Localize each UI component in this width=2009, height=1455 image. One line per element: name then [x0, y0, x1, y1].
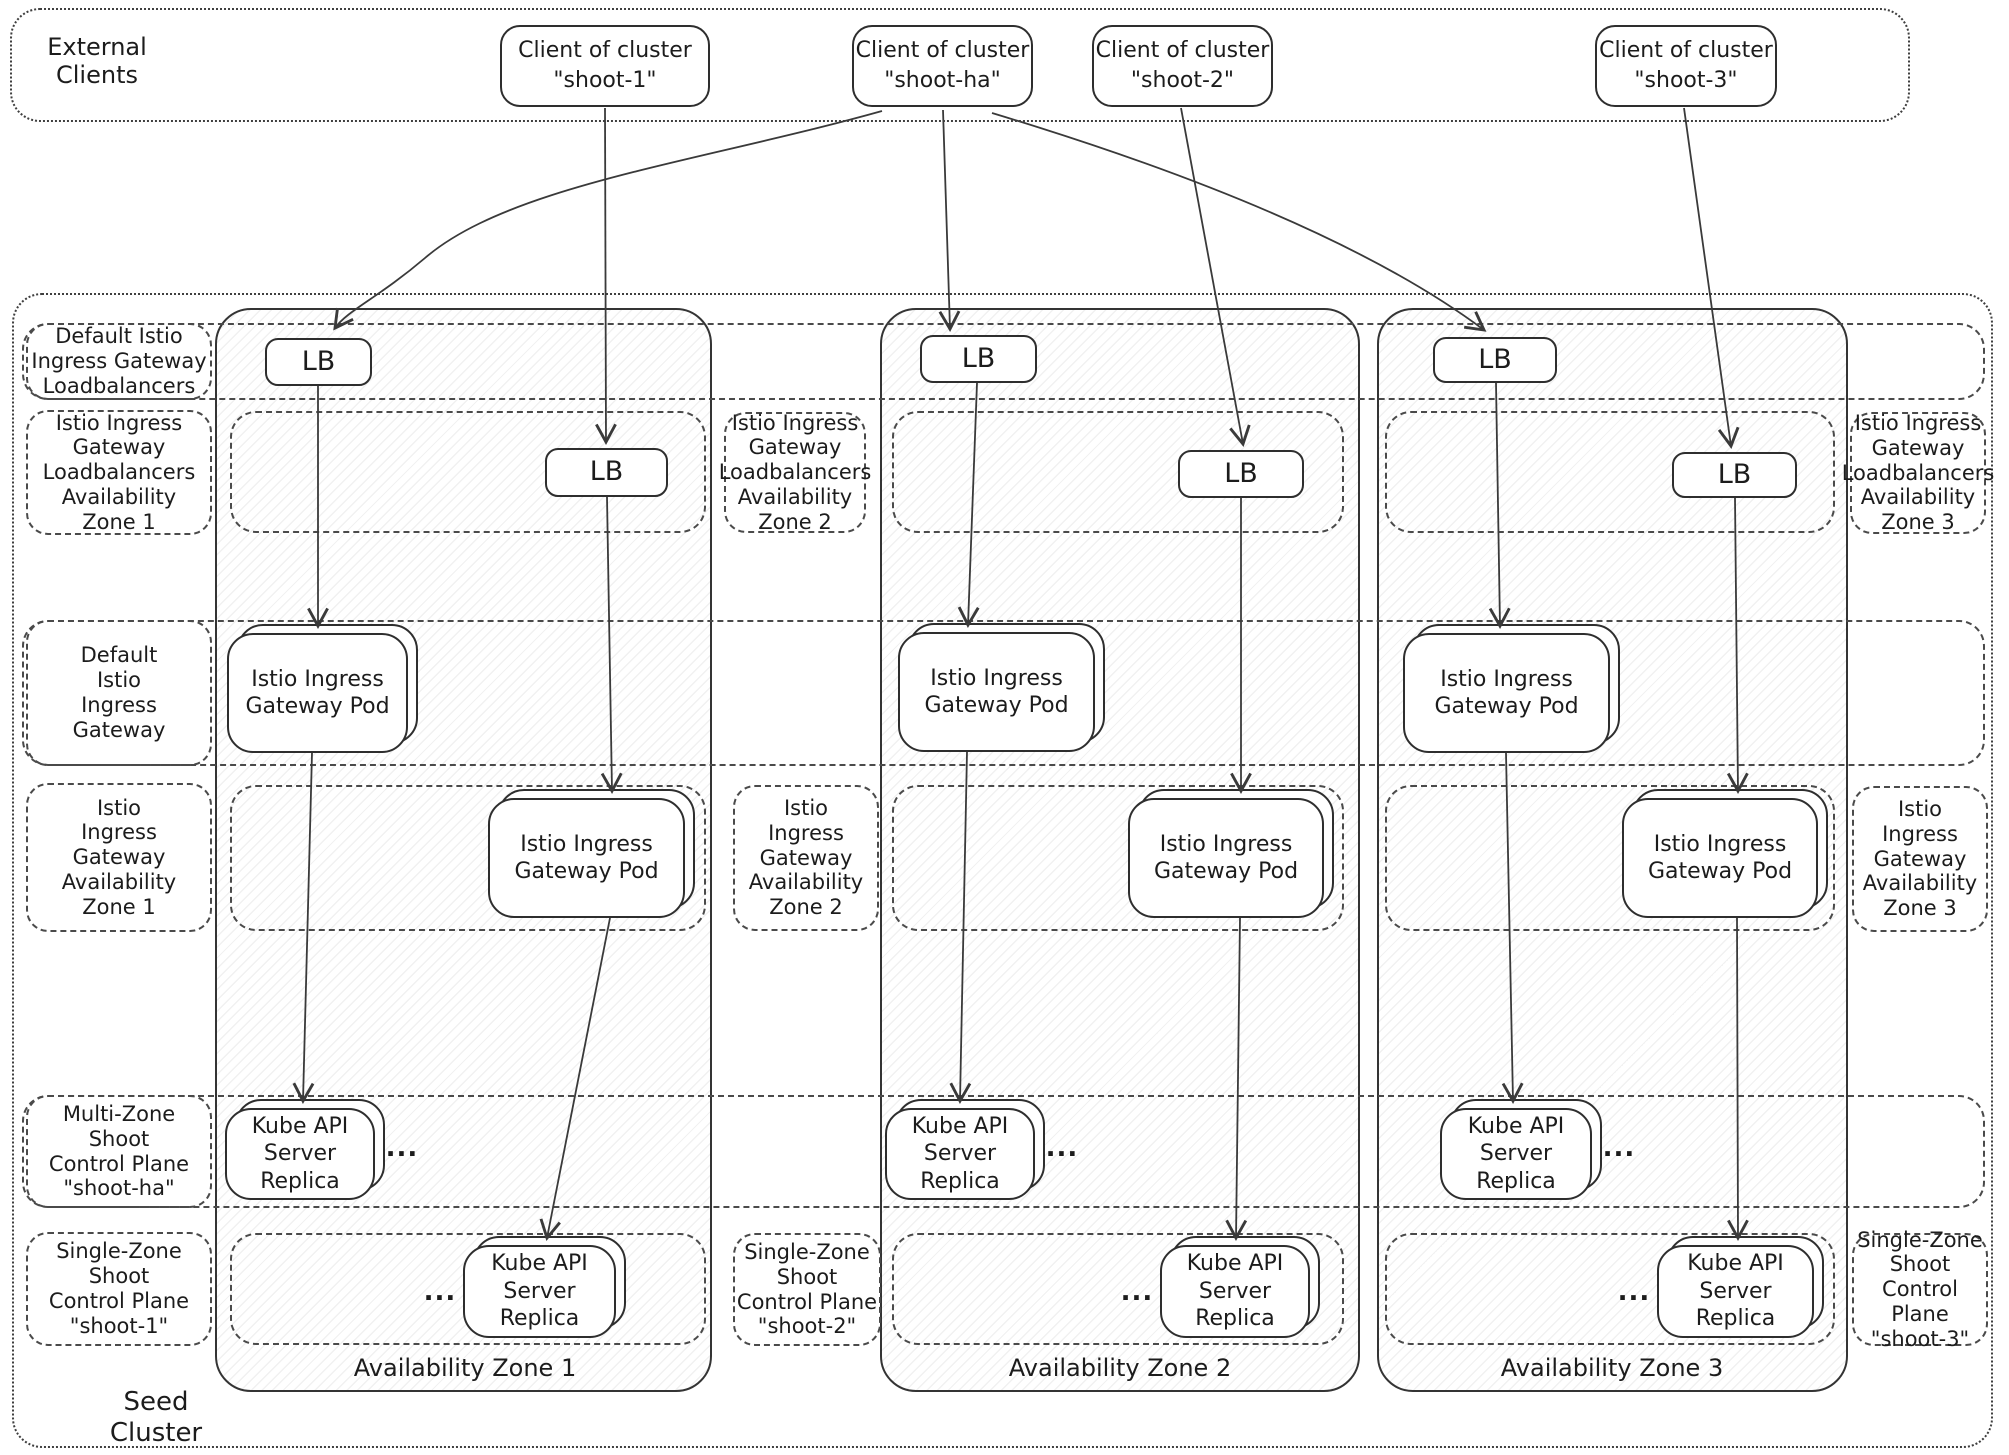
band-single-zone-cp-zone1-rect	[230, 1233, 706, 1345]
external-clients-container	[10, 8, 1910, 122]
label-zonal-igw-zone1: Istio Ingress Gateway Availability Zone …	[26, 783, 212, 932]
label-single-zone-cp-zone1: Single-Zone Shoot Control Plane "shoot-1…	[26, 1232, 212, 1346]
client-shoot-3: Client of cluster "shoot-3"	[1595, 25, 1777, 107]
pod-label: Istio Ingress Gateway Pod	[1128, 798, 1324, 918]
availability-zone-3-label: Availability Zone 3	[1500, 1353, 1724, 1382]
client-shoot-ha: Client of cluster "shoot-ha"	[852, 25, 1033, 107]
label-multi-zone-cp-band: Multi-Zone Shoot Control Plane "shoot-ha…	[26, 1095, 212, 1208]
lb-zonal-zone2: LB	[1178, 450, 1304, 498]
band-zonal-igw-zone3-rect	[1385, 785, 1835, 931]
pod-default-zone1: Istio Ingress Gateway Pod	[227, 624, 418, 753]
replica-label: Kube API Server Replica	[1160, 1245, 1310, 1338]
ellipsis-singlezone-zone3: ...	[1617, 1276, 1651, 1307]
client-shoot-1: Client of cluster "shoot-1"	[500, 25, 710, 107]
replica-label: Kube API Server Replica	[463, 1245, 616, 1338]
band-single-zone-cp-zone2-rect	[892, 1233, 1344, 1345]
band-zonal-lb-zone1-rect	[230, 411, 706, 533]
external-clients-label: External Clients	[47, 32, 147, 89]
label-default-lb-band: Default Istio Ingress Gateway Loadbalanc…	[26, 323, 212, 400]
client-shoot-2: Client of cluster "shoot-2"	[1092, 25, 1273, 107]
lb-default-zone1: LB	[265, 338, 372, 386]
replica-multizone-zone2: Kube API Server Replica	[885, 1099, 1045, 1200]
replica-label: Kube API Server Replica	[885, 1108, 1035, 1200]
band-default-istio-ingress-gateway	[22, 620, 1985, 766]
pod-label: Istio Ingress Gateway Pod	[488, 798, 685, 918]
band-single-zone-cp-zone3-rect	[1385, 1233, 1835, 1345]
pod-label: Istio Ingress Gateway Pod	[1403, 633, 1610, 753]
lb-default-zone3: LB	[1433, 337, 1557, 383]
replica-label: Kube API Server Replica	[225, 1108, 375, 1200]
pod-zonal-zone2: Istio Ingress Gateway Pod	[1128, 789, 1334, 918]
label-single-zone-cp-zone3: Single-Zone Shoot Control Plane "shoot-3…	[1852, 1228, 1988, 1351]
band-multi-zone-shoot-control-plane	[22, 1095, 1985, 1208]
replica-label: Kube API Server Replica	[1657, 1245, 1814, 1338]
replica-label: Kube API Server Replica	[1440, 1108, 1592, 1200]
replica-singlezone-zone1: Kube API Server Replica	[463, 1236, 626, 1338]
seed-cluster-label: Seed Cluster	[109, 1387, 203, 1448]
lb-zonal-zone1: LB	[545, 448, 668, 497]
label-default-igw-band: Default Istio Ingress Gateway	[26, 620, 212, 766]
label-zonal-lb-zone2: Istio Ingress Gateway Loadbalancers Avai…	[718, 410, 872, 534]
replica-multizone-zone3: Kube API Server Replica	[1440, 1099, 1602, 1200]
availability-zone-2-label: Availability Zone 2	[1008, 1353, 1232, 1382]
pod-label: Istio Ingress Gateway Pod	[1622, 798, 1818, 918]
label-single-zone-cp-zone2: Single-Zone Shoot Control Plane "shoot-2…	[733, 1233, 881, 1346]
label-zonal-igw-zone3: Istio Ingress Gateway Availability Zone …	[1852, 786, 1988, 932]
lb-default-zone2: LB	[920, 335, 1037, 383]
ellipsis-multizone-zone3: ...	[1602, 1132, 1636, 1163]
band-zonal-igw-zone1-rect	[230, 785, 706, 931]
availability-zone-1-label: Availability Zone 1	[353, 1353, 577, 1382]
pod-label: Istio Ingress Gateway Pod	[898, 632, 1095, 752]
pod-default-zone3: Istio Ingress Gateway Pod	[1403, 624, 1620, 753]
pod-default-zone2: Istio Ingress Gateway Pod	[898, 623, 1105, 752]
label-zonal-lb-zone3: Istio Ingress Gateway Loadbalancers Avai…	[1841, 411, 1995, 535]
pod-zonal-zone1: Istio Ingress Gateway Pod	[488, 789, 695, 918]
replica-singlezone-zone2: Kube API Server Replica	[1160, 1236, 1320, 1338]
ellipsis-multizone-zone2: ...	[1045, 1132, 1079, 1163]
replica-singlezone-zone3: Kube API Server Replica	[1657, 1236, 1824, 1338]
lb-zonal-zone3: LB	[1672, 452, 1797, 498]
pod-label: Istio Ingress Gateway Pod	[227, 633, 408, 753]
ellipsis-singlezone-zone1: ...	[423, 1276, 457, 1307]
pod-zonal-zone3: Istio Ingress Gateway Pod	[1622, 789, 1828, 918]
label-zonal-lb-zone1: Istio Ingress Gateway Loadbalancers Avai…	[26, 410, 212, 535]
label-zonal-igw-zone2: Istio Ingress Gateway Availability Zone …	[733, 785, 879, 931]
band-zonal-igw-zone2-rect	[892, 785, 1344, 931]
band-zonal-lb-zone3-rect	[1385, 411, 1835, 533]
band-zonal-lb-zone2-rect	[892, 411, 1344, 533]
ellipsis-multizone-zone1: ...	[385, 1132, 419, 1163]
ellipsis-singlezone-zone2: ...	[1120, 1276, 1154, 1307]
replica-multizone-zone1: Kube API Server Replica	[225, 1099, 385, 1200]
